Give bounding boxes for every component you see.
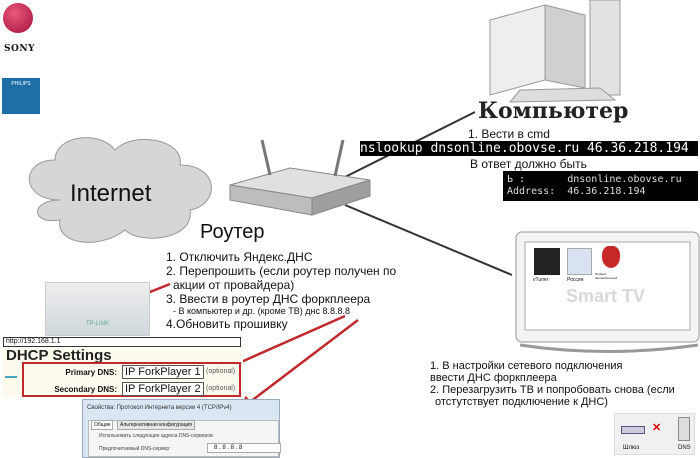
router-step: 3. Ввести в роутер ДНС форкплеера — [166, 292, 371, 306]
app-label: Первый автомобильный — [595, 272, 618, 280]
router-step: 1. Отключить Яндекс.ДНС — [166, 250, 313, 264]
secondary-dns-label: Secondary DNS: — [54, 385, 117, 394]
russia-app-icon[interactable] — [567, 248, 592, 275]
lg-logo — [3, 3, 33, 33]
router-steps: 1. Отключить Яндекс.ДНС 2. Перепрошить (… — [166, 250, 396, 331]
first-auto-app-icon[interactable] — [602, 246, 620, 268]
expect-text: В ответ должно быть — [470, 157, 587, 171]
tv-step: ввести ДНС форкплеера — [430, 372, 557, 384]
preferred-dns-input[interactable]: 8 . 8 . 8 . 8 — [207, 443, 281, 453]
dialog-title: Свойства: Протокол Интернета версии 4 (T… — [87, 405, 232, 411]
gateway-label: Шлюз — [623, 445, 640, 451]
primary-dns-label: Primary DNS: — [65, 368, 117, 377]
tab-alternative[interactable]: Альтернативная конфигурация — [117, 420, 195, 430]
router-title: Роутер — [200, 221, 265, 243]
tab-general[interactable]: Общие — [91, 420, 114, 430]
router-step: 4.Обновить прошивку — [166, 317, 288, 331]
secondary-dns-input[interactable]: IP ForkPlayer 2 — [122, 382, 204, 396]
dns-highlight-box — [22, 362, 241, 397]
gateway-icon — [621, 426, 645, 434]
dhcp-title: DHCP Settings — [6, 347, 112, 364]
preferred-dns-label: Предпочитаемый DNS-сервер: — [99, 446, 171, 452]
smart-tv-label: Smart TV — [566, 286, 646, 306]
router-device-icon — [229, 139, 371, 216]
router-step: акции от провайдера) — [173, 278, 295, 292]
error-x-icon: ✕ — [652, 422, 662, 434]
internet-label: Internet — [70, 180, 152, 207]
line-router-tv — [344, 204, 513, 276]
dns-radio[interactable]: Использовать следующие адреса DNS-сервер… — [99, 433, 215, 439]
router-step: - В компьютер и др. (кроме ТВ) днс 8.8.8… — [173, 306, 351, 316]
divider — [5, 376, 17, 378]
windows-dialog: Свойства: Протокол Интернета версии 4 (T… — [82, 399, 281, 458]
philips-logo: PHILIPS — [2, 78, 40, 114]
connection-status-image: ✕ Шлюз DNS — [614, 413, 695, 455]
app-label: vTuner — [533, 277, 549, 283]
url-bar[interactable]: http://192.168.1.1 — [3, 337, 241, 347]
tv-step: 1. В настройки сетевого подключения — [430, 360, 623, 372]
sony-logo: SONY — [4, 44, 35, 54]
cmd-step: 1. Вести в cmd — [468, 127, 550, 141]
computer-icon — [489, 0, 621, 103]
dns-label: DNS — [678, 445, 691, 451]
tv-step: отстутствует подключение к ДНС) — [435, 396, 608, 408]
primary-dns-input[interactable]: IP ForkPlayer 1 — [122, 365, 204, 379]
computer-title: Компьютер — [478, 98, 629, 124]
router-step: 2. Перепрошить (если роутер получен по — [166, 264, 397, 278]
dns-server-icon — [678, 417, 690, 441]
tv-steps: 1. В настройки сетевого подключения ввес… — [430, 360, 675, 408]
router-photo-brand: TP-LINK — [86, 321, 110, 327]
optional-label: (optional) — [206, 368, 236, 375]
tv-step: 2. Перезагрузить ТВ и попробовать снова … — [430, 384, 675, 396]
vtuner-app-icon[interactable] — [534, 248, 560, 275]
cmd-command: nslookup dnsonline.obovse.ru 46.36.218.1… — [360, 141, 698, 156]
router-photo: TP-LINK — [45, 282, 150, 336]
app-label: Россия — [567, 277, 584, 283]
optional-label: (optional) — [206, 385, 236, 392]
internet-cloud — [28, 137, 212, 243]
